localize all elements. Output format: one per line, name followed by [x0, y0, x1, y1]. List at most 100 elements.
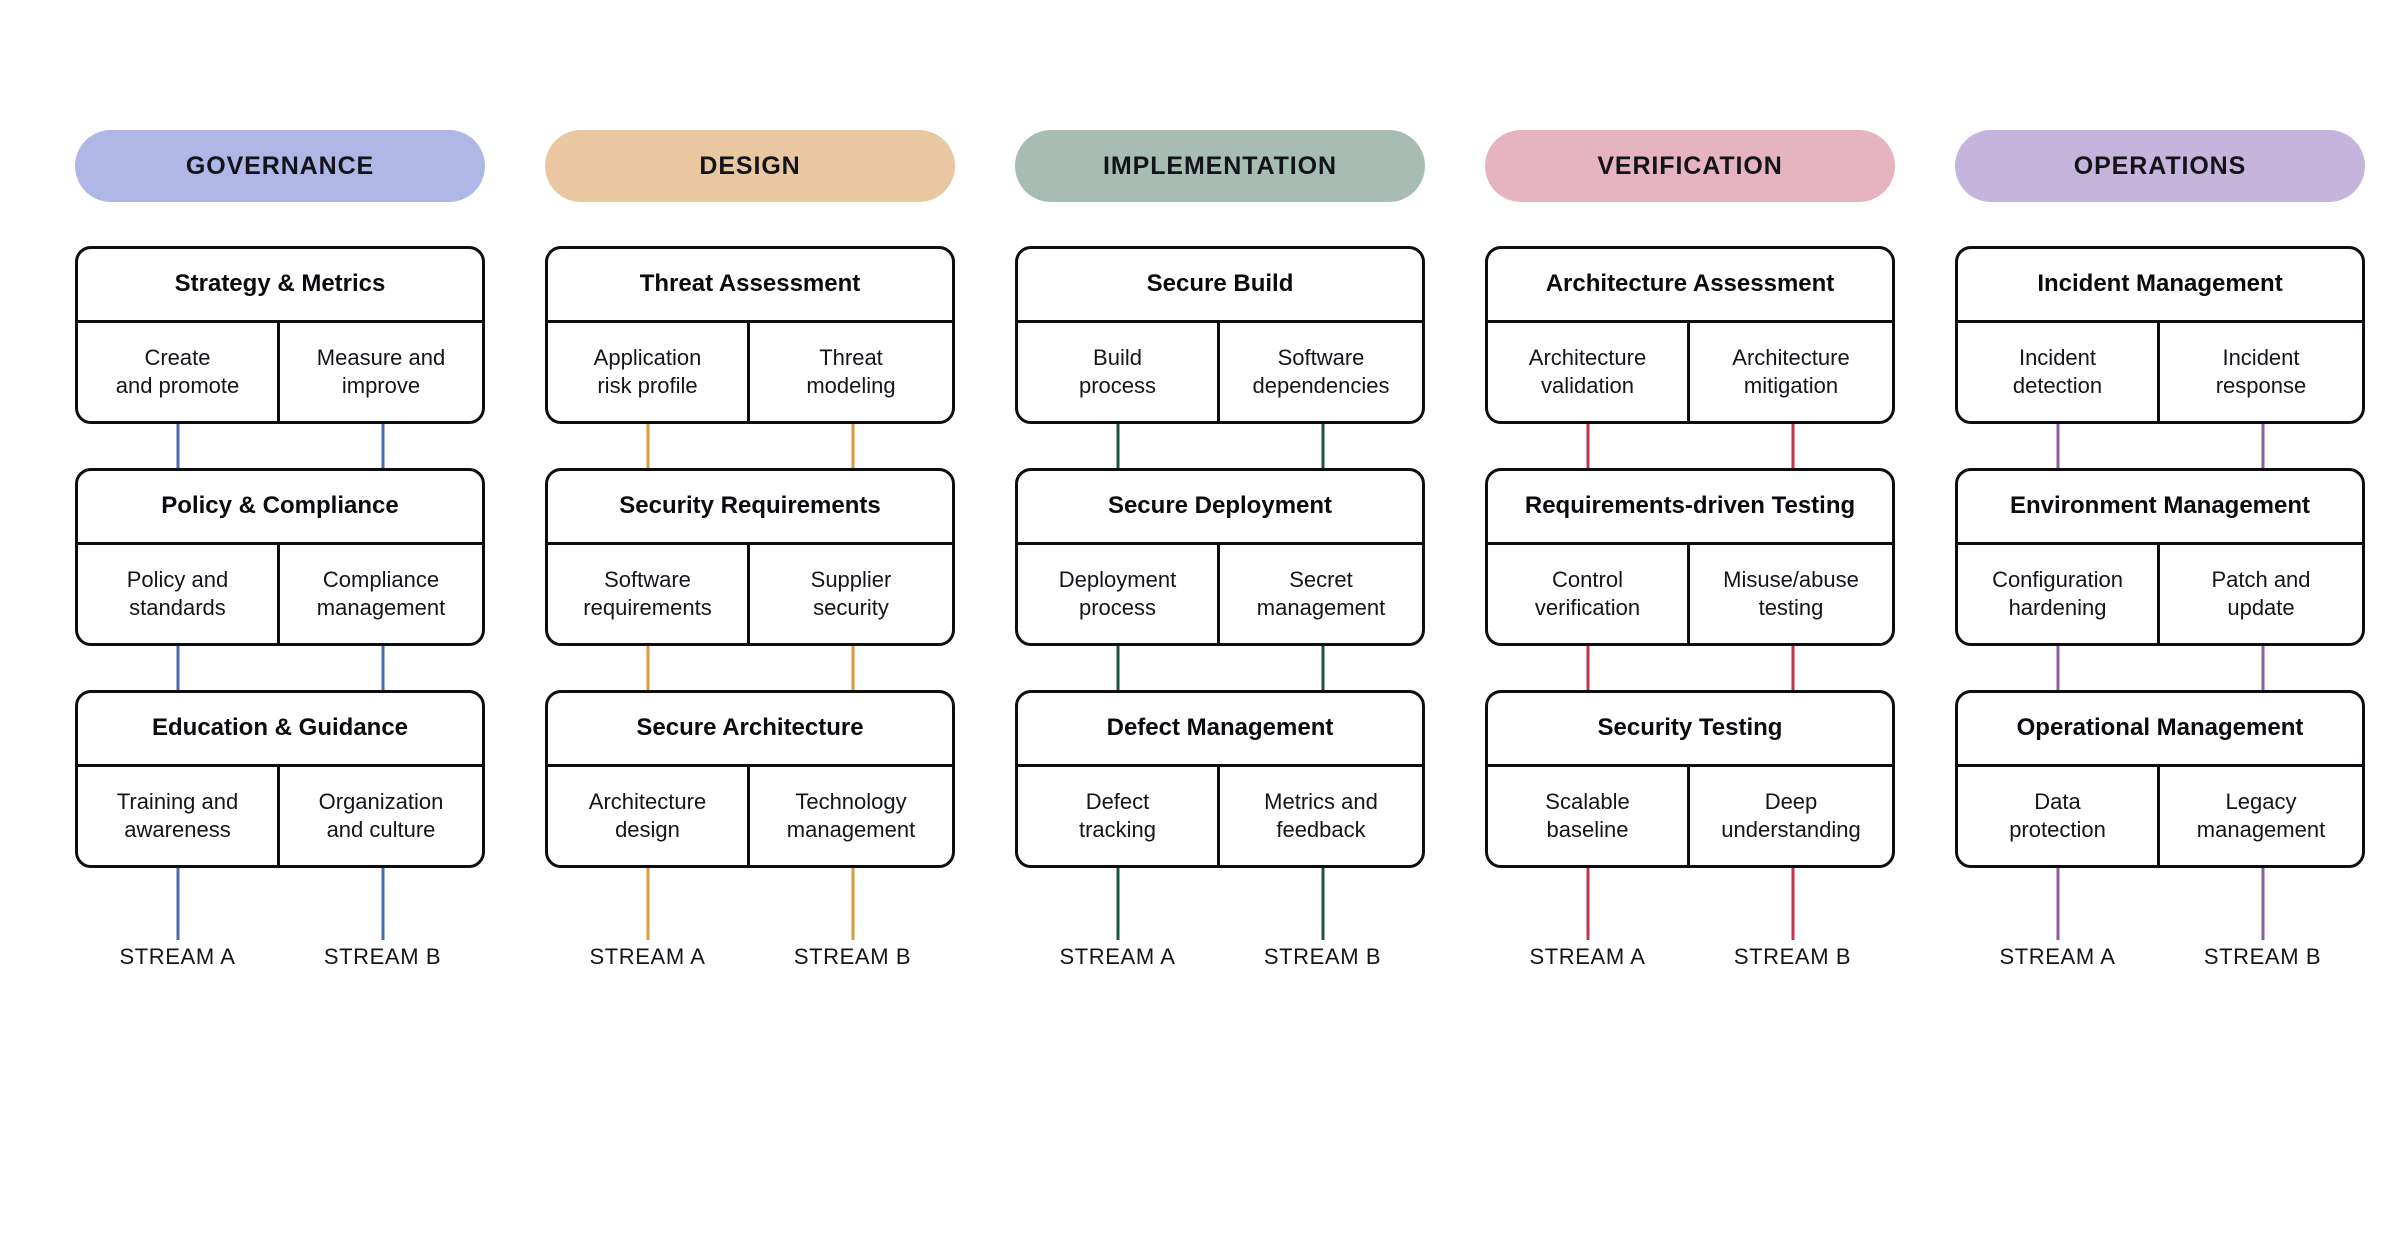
connector-line-a: [646, 868, 649, 940]
stream-legend-label-a: STREAM A: [119, 944, 236, 969]
connector-line-b: [2261, 646, 2264, 690]
connector-line-b: [1321, 868, 1324, 940]
connector-line-b: [381, 424, 384, 468]
stream-legend-label-a: STREAM A: [1529, 944, 1646, 969]
business-function-header-verification[interactable]: VERIFICATION: [1485, 130, 1895, 202]
connector-line-a: [1116, 868, 1119, 940]
header-card-gap: [1955, 202, 2365, 246]
stream-connector: [1955, 424, 2365, 468]
business-function-header-implementation[interactable]: IMPLEMENTATION: [1015, 130, 1425, 202]
stream-legend-label-a: STREAM A: [1059, 944, 1176, 969]
security-practice-title: Secure Architecture: [548, 693, 952, 767]
business-function-header-governance[interactable]: GOVERNANCE: [75, 130, 485, 202]
stream-connector: [1015, 646, 1425, 690]
stream-connector: [545, 868, 955, 940]
security-practice-title: Security Testing: [1488, 693, 1892, 767]
connector-line-a: [176, 424, 179, 468]
connector-line-a: [1116, 424, 1119, 468]
stream-connector: [1955, 868, 2365, 940]
security-practice-title: Policy & Compliance: [78, 471, 482, 545]
stream-legend-label-b: STREAM B: [2203, 944, 2322, 969]
connector-line-b: [381, 646, 384, 690]
stream-connector: [75, 646, 485, 690]
stream-connector: [1015, 424, 1425, 468]
stream-connector: [545, 424, 955, 468]
stream-connector: [1485, 424, 1895, 468]
stream-connector: [1485, 868, 1895, 940]
stream-legend-label-b: STREAM B: [323, 944, 442, 969]
connector-line-b: [381, 868, 384, 940]
stream-legend-label-b: STREAM B: [1733, 944, 1852, 969]
connector-line-a: [2056, 646, 2059, 690]
business-function-header-operations[interactable]: OPERATIONS: [1955, 130, 2365, 202]
business-function-header-design[interactable]: DESIGN: [545, 130, 955, 202]
connector-line-a: [1586, 868, 1589, 940]
connector-line-b: [2261, 868, 2264, 940]
security-practice-title: Defect Management: [1018, 693, 1422, 767]
connector-line-a: [646, 646, 649, 690]
connector-line-b: [1791, 868, 1794, 940]
security-practice-title: Secure Deployment: [1018, 471, 1422, 545]
